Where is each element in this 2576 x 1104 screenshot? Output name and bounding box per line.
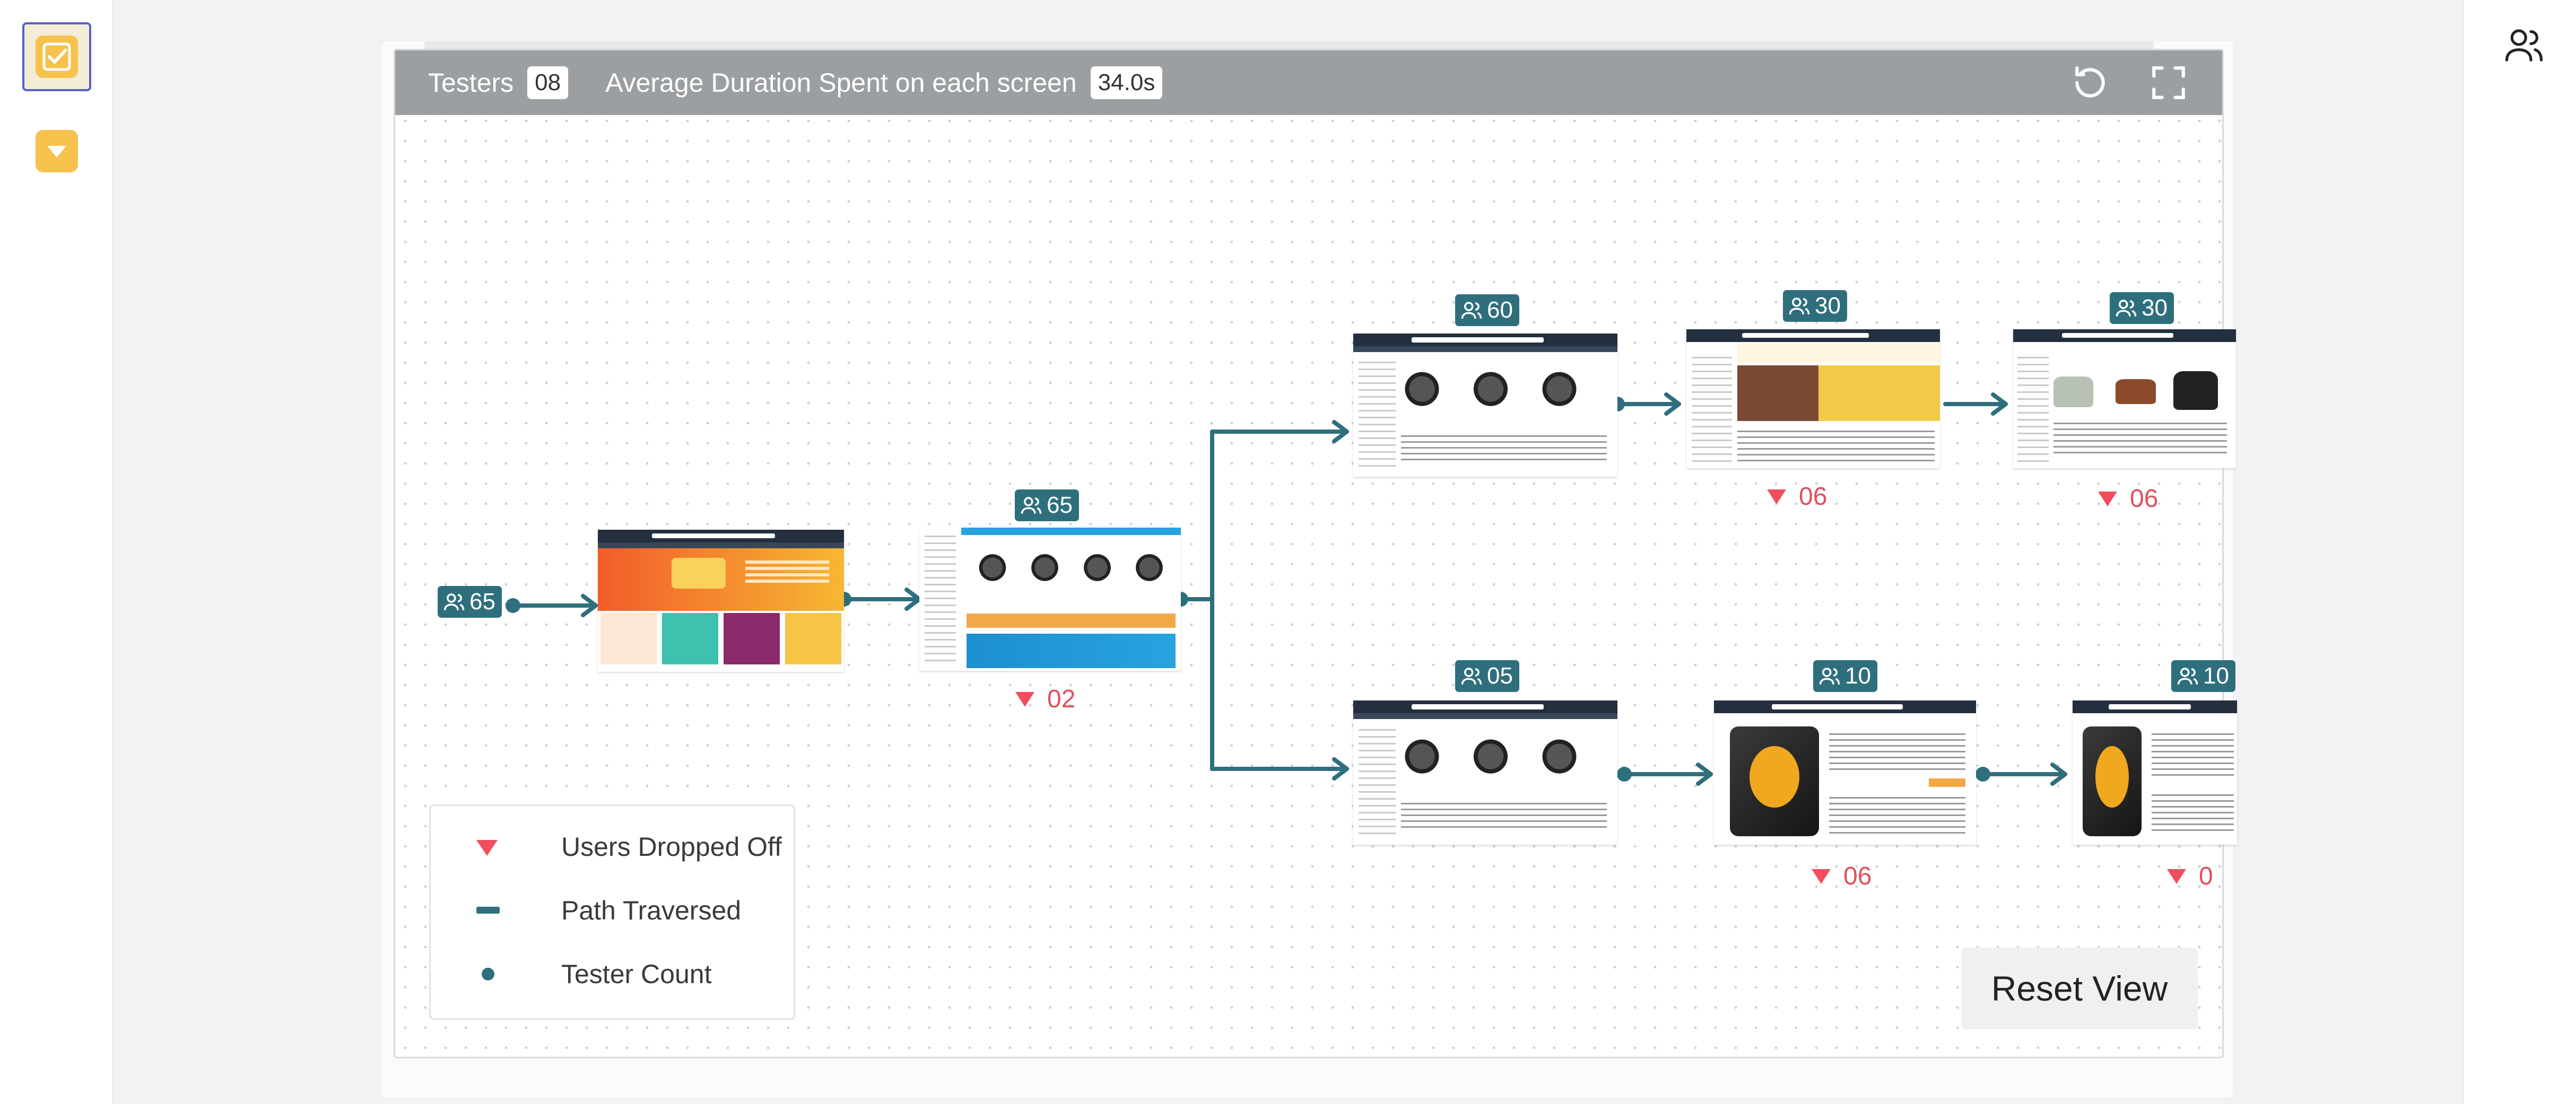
tester-count: 30 [2142,295,2168,321]
legend-label: Users Dropped Off [561,832,782,862]
legend: Users Dropped Off Path Traversed Tester … [429,804,795,1020]
screen-thumbnail-home[interactable] [598,530,844,672]
users-dropped-top-2: 06 [1767,482,1827,511]
right-rail [2462,0,2576,1104]
user-group-icon[interactable] [2503,24,2545,65]
tester-count: 30 [1815,293,1841,319]
dropped-count: 06 [1799,483,1827,511]
flow-paths [506,392,2067,786]
fullscreen-icon[interactable] [2149,63,2188,102]
screen-thumbnail-bottom-3[interactable] [2073,700,2237,845]
tester-count: 10 [2203,663,2229,689]
testers-label: Testers [428,68,514,98]
tester-count-badge-top-2: 30 [1783,290,1847,322]
reset-view-button[interactable]: Reset View [1961,948,2198,1029]
screen-thumbnail-top-1[interactable] [1353,334,1617,477]
duration-label: Average Duration Spent on each screen [605,68,1077,98]
checkbox-tool-button[interactable] [22,22,91,91]
drop-triangle-icon [2167,869,2186,884]
arrowhead-top-3 [1991,392,2008,416]
card-backdrop-top [424,41,2154,49]
user-group-icon [1789,297,1810,314]
arrowhead-home [581,594,598,617]
dropped-count: 02 [1047,685,1076,713]
screen-thumbnail-top-2[interactable] [1686,329,1940,468]
screen-thumbnail-top-3[interactable] [2013,329,2236,468]
node-bottom-1-out [1617,767,1632,782]
checkbox-icon [36,36,78,78]
tester-count: 60 [1487,297,1513,323]
tester-count: 65 [1047,492,1073,518]
user-group-icon [1021,497,1042,514]
arrowhead-bottom-1 [1332,757,1349,781]
legend-label: Path Traversed [561,896,742,925]
dropped-count: 0 [2199,862,2213,890]
user-group-icon [1461,668,1482,685]
flow-canvas[interactable]: Testers 08 Average Duration Spent on eac… [394,49,2237,1058]
drop-triangle-icon [1812,869,1831,884]
drop-triangle-icon [2098,491,2117,506]
dropdown-icon [36,130,78,172]
drop-triangle-icon [1015,691,1034,707]
users-dropped-category: 02 [1015,685,1075,714]
arrowhead-top-1 [1332,420,1349,443]
users-dropped-bottom-3: 0 [2167,862,2213,891]
node-bottom-2-out [1975,767,1990,782]
screen-thumbnail-category[interactable] [919,528,1181,671]
screen-thumbnail-bottom-2[interactable] [1714,700,1976,845]
dropped-count: 06 [1843,862,1872,890]
tester-count-badge-bottom-3: 10 [2171,660,2235,692]
arrowhead-bottom-3 [2050,763,2067,786]
testers-count-badge: 08 [527,66,569,99]
users-dropped-top-3: 06 [2098,484,2158,513]
user-group-icon [1819,668,1840,685]
tester-count-badge-start: 65 [438,586,502,618]
node-start [506,598,520,613]
tester-count-badge-bottom-1: 05 [1455,660,1519,692]
screen-thumbnail-bottom-1[interactable] [1353,700,1617,845]
users-dropped-bottom-2: 06 [1812,862,1872,891]
flow-toolbar: Testers 08 Average Duration Spent on eac… [395,50,2222,115]
tester-count-badge-top-1: 60 [1455,294,1519,326]
tester-dot-icon [482,968,494,980]
user-group-icon [2116,300,2137,317]
drop-triangle-icon [1767,489,1786,504]
left-rail [0,0,114,1104]
dropdown-tool-button[interactable] [22,117,91,186]
tester-count-badge-bottom-2: 10 [1813,660,1877,692]
tester-count-badge-top-3: 30 [2110,292,2174,324]
legend-label: Tester Count [561,959,712,989]
duration-value-badge: 34.0s [1090,66,1163,99]
user-group-icon [2177,668,2198,685]
user-group-icon [443,593,465,610]
tester-count-badge-category: 65 [1015,489,1079,521]
tester-count: 65 [469,589,495,615]
tester-count: 05 [1487,663,1513,689]
arrowhead-bottom-2 [1696,763,1713,786]
drop-triangle-icon [476,840,498,856]
tester-count: 10 [1845,663,1871,689]
path-line-icon [476,907,500,914]
refresh-icon[interactable] [2070,63,2110,102]
dropped-count: 06 [2130,485,2159,513]
arrowhead-top-2 [1664,392,1681,416]
user-group-icon [1461,302,1482,319]
